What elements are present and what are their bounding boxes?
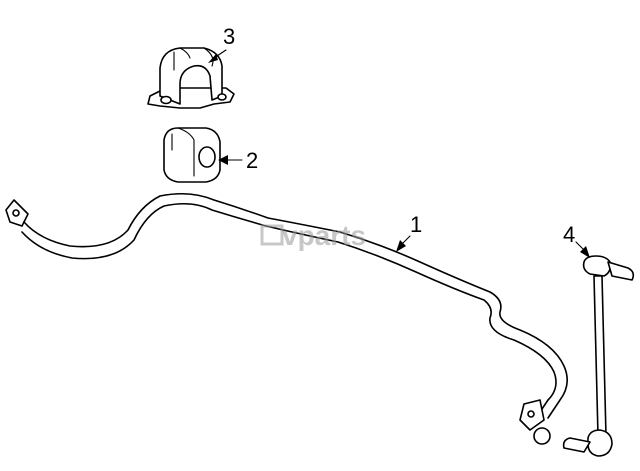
callout-4: 4 — [563, 222, 590, 258]
watermark-text: vparts — [282, 220, 366, 251]
callout-1: 1 — [396, 212, 422, 252]
bushing-part — [163, 127, 221, 183]
callout-label-4: 4 — [563, 222, 575, 247]
arrow-icon — [208, 54, 218, 63]
stabilizer-bar-part — [5, 192, 568, 431]
arrow-icon — [396, 240, 406, 252]
callout-label-3: 3 — [223, 24, 235, 49]
arrow-icon — [218, 155, 228, 165]
bracket-part — [147, 47, 235, 109]
callout-label-1: 1 — [410, 212, 422, 237]
callout-2: 2 — [218, 148, 258, 173]
callout-3: 3 — [208, 24, 235, 63]
stabilizer-link-part — [533, 255, 635, 457]
arrow-icon — [580, 246, 590, 258]
watermark: vparts — [260, 220, 366, 251]
callout-label-2: 2 — [246, 148, 258, 173]
watermark-logo-icon — [260, 224, 284, 246]
